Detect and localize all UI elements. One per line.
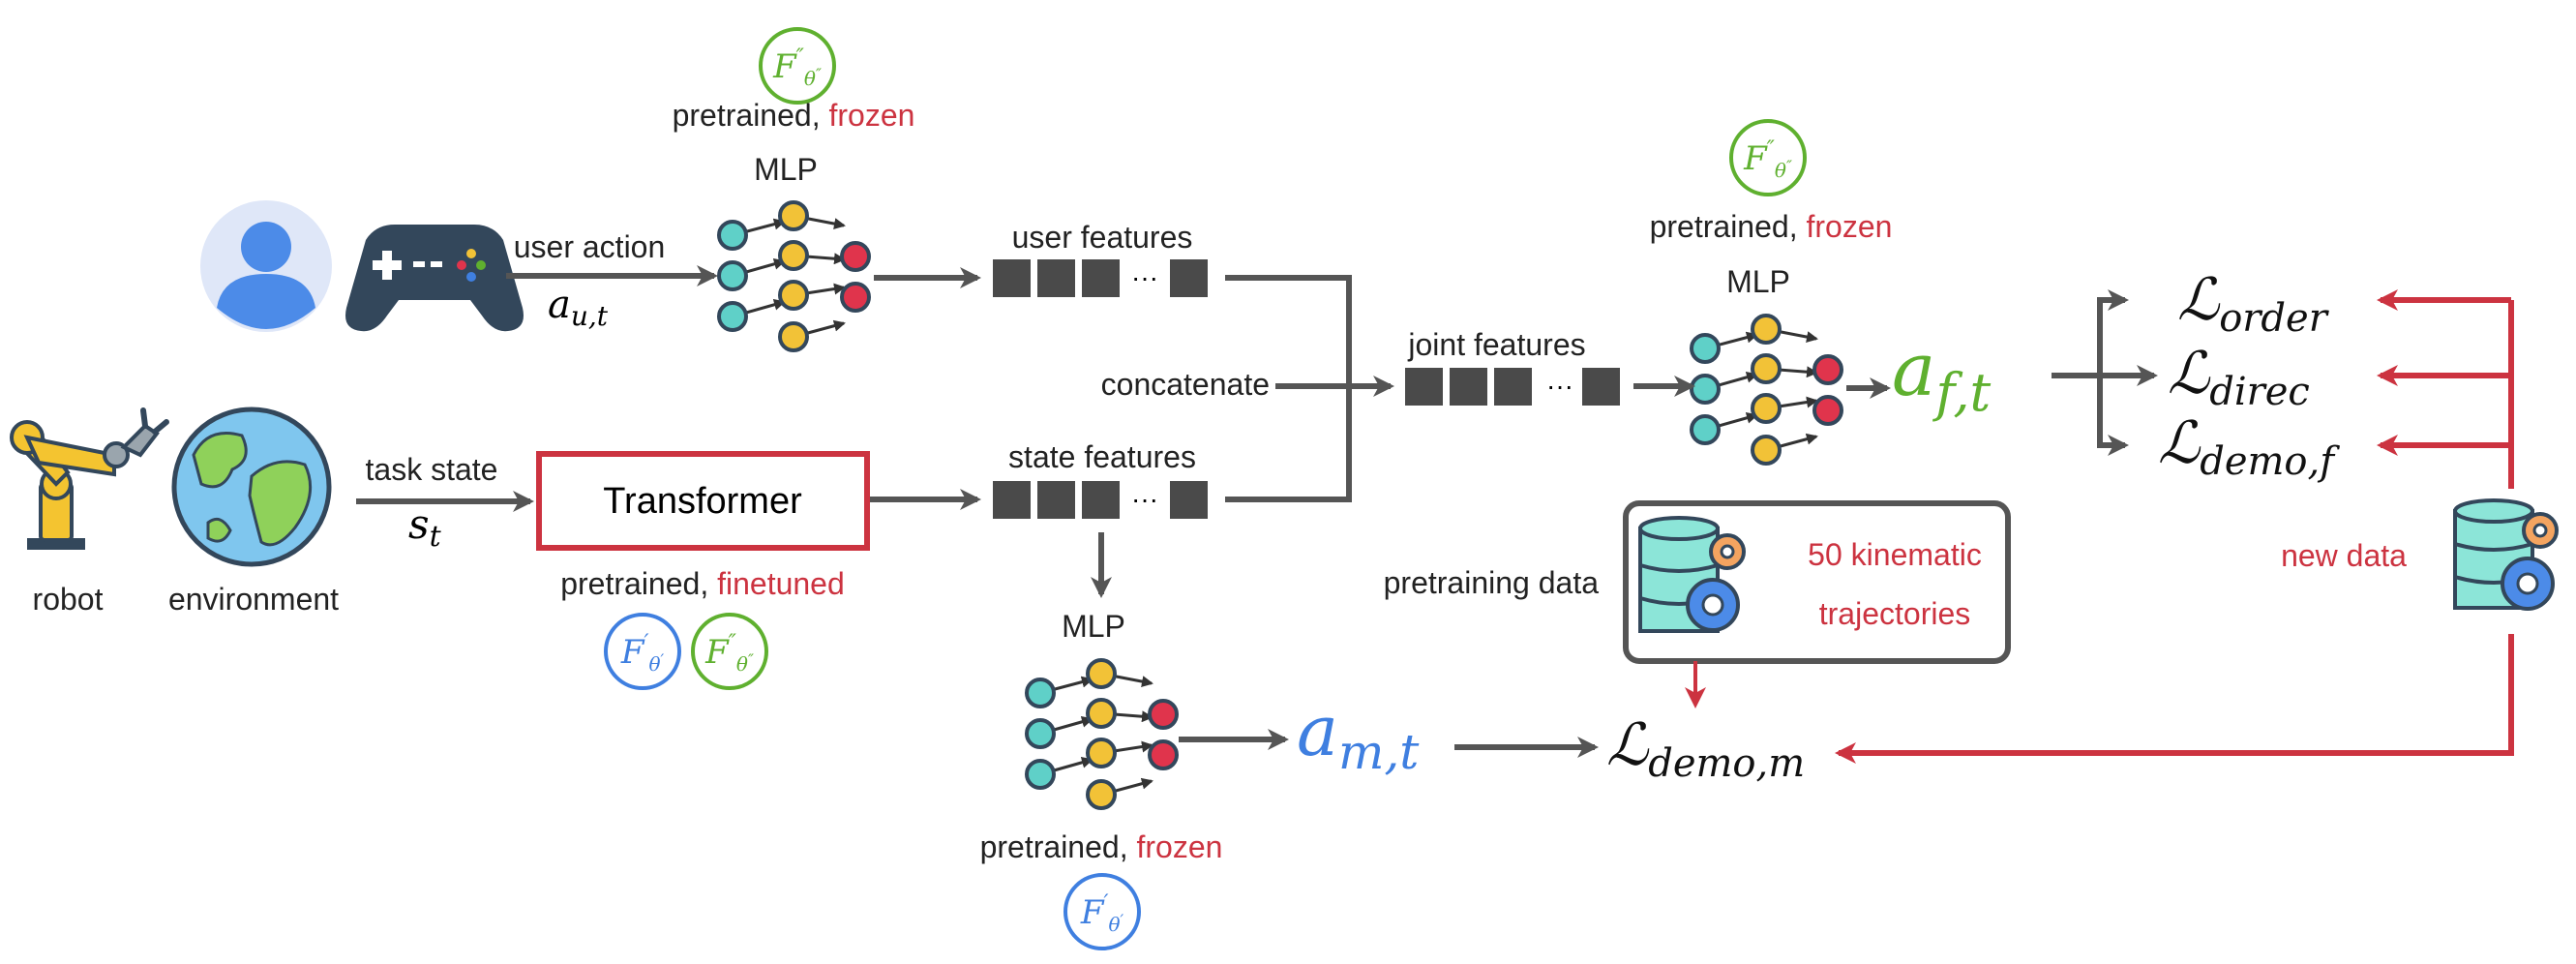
F-theta-prime-text: F′θ′ <box>1080 891 1124 936</box>
database-gear-icon <box>2453 498 2559 611</box>
F-theta-double-prime-text: F″θ″ <box>704 631 754 676</box>
joint-mlp-network <box>1690 314 1843 466</box>
F-theta-double-prime-text: F″θ″ <box>1743 137 1792 182</box>
user-mlp-title: MLP <box>754 152 818 187</box>
user-action-label: user action <box>514 229 666 264</box>
robot-label: robot <box>33 582 104 617</box>
joint-features-label: joint features <box>1407 327 1585 362</box>
a-f-t-symbol: af,t <box>1892 326 1992 423</box>
state-mlp-network <box>1025 658 1179 810</box>
state-mlp-group: MLP pretrained, frozen F′θ′ <box>980 609 1223 950</box>
F-theta-double-prime-badge <box>691 613 768 690</box>
loss-demo-m: ℒdemo,m <box>1606 711 1805 786</box>
svg-text:···: ··· <box>1546 371 1573 401</box>
user-action-symbol: au,t <box>548 283 609 332</box>
state-mlp-status: pretrained, frozen <box>980 829 1223 864</box>
svg-text:···: ··· <box>1131 262 1158 292</box>
joint-mlp-group: F″θ″ pretrained, frozen MLP <box>1650 119 1893 466</box>
transformer-box <box>536 451 870 551</box>
concatenate-label: concatenate <box>1101 367 1270 402</box>
kinematic-line-2: trajectories <box>1819 596 1971 631</box>
transformer-status: pretrained, finetuned <box>560 566 845 601</box>
transformer-label: Transformer <box>603 481 802 522</box>
branch-demo-f <box>2097 376 2125 448</box>
joint-features-blocks: ··· <box>1405 368 1620 406</box>
svg-text:···: ··· <box>1131 484 1158 514</box>
state-features-blocks: ··· <box>993 481 1208 519</box>
state-mlp-title: MLP <box>1062 609 1125 644</box>
joint-mlp-title: MLP <box>1726 264 1790 299</box>
F-theta-prime-badge <box>1063 873 1141 950</box>
loss-direc: ℒdirec <box>2168 340 2310 414</box>
user-avatar-icon <box>200 200 332 332</box>
branch-order <box>2097 297 2125 376</box>
state-features-label: state features <box>1008 439 1196 474</box>
F-theta-double-prime-text: F″θ″ <box>772 45 822 90</box>
pretraining-data-label: pretraining data <box>1384 565 1600 600</box>
new-data-to-demo-m <box>1839 634 2514 756</box>
a-m-t-symbol: am,t <box>1297 690 1420 780</box>
new-data-label: new data <box>2281 538 2407 573</box>
user-features-label: user features <box>1012 220 1193 255</box>
kinematic-line-1: 50 kinematic <box>1808 537 1982 572</box>
joint-mlp-status: pretrained, frozen <box>1650 209 1893 244</box>
user-mlp-network <box>717 200 871 352</box>
environment-label: environment <box>168 582 339 617</box>
F-theta-double-prime-badge <box>1729 119 1807 196</box>
gamepad-icon <box>345 225 524 332</box>
user-mlp-group: F″θ″ pretrained, frozen MLP <box>673 27 915 352</box>
robot-arm-icon <box>10 407 169 550</box>
F-theta-prime-badge <box>604 613 681 690</box>
loss-demo-f: ℒdemo,f <box>2158 409 2340 484</box>
loss-order: ℒorder <box>2177 266 2330 341</box>
F-theta-prime-text: F′θ′ <box>620 631 665 676</box>
database-gear-icon <box>1638 516 1746 633</box>
new-data-connectors <box>1685 289 2514 764</box>
connectors <box>356 265 2158 758</box>
earth-globe-icon <box>171 407 332 567</box>
F-theta-double-prime-badge <box>759 27 836 105</box>
user-features-blocks: ··· <box>993 259 1208 297</box>
task-state-label: task state <box>366 452 498 487</box>
task-state-symbol: st <box>408 500 442 554</box>
user-mlp-status: pretrained, frozen <box>673 98 915 133</box>
transformer-badges: F′θ′ F″θ″ <box>604 613 768 690</box>
